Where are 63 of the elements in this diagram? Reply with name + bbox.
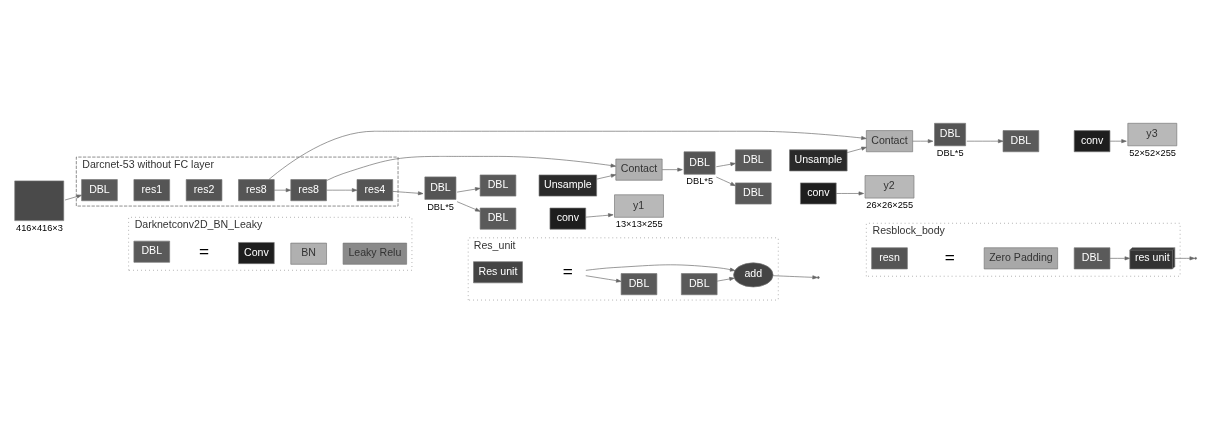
node-box: Leaky Relu bbox=[342, 242, 407, 265]
node-label: 416×416×3 bbox=[16, 222, 63, 233]
node-box: DBL bbox=[681, 273, 718, 296]
arrow bbox=[715, 176, 736, 186]
node-box: conv bbox=[1073, 130, 1111, 153]
node-box: DBL bbox=[133, 240, 170, 263]
node-label: 52×52×255 bbox=[1129, 147, 1176, 158]
node-box: Contact bbox=[866, 130, 913, 153]
arrow bbox=[64, 194, 82, 201]
arrow bbox=[835, 191, 864, 196]
node-box: DBL bbox=[1002, 130, 1040, 153]
node-box: res8 bbox=[290, 179, 327, 202]
arrow bbox=[716, 277, 735, 282]
node-label: 13×13×255 bbox=[615, 219, 663, 230]
node-box: res4 bbox=[356, 179, 394, 202]
node-ellipse: add bbox=[733, 262, 774, 288]
arrow bbox=[772, 275, 818, 280]
node-label: DBL*5 bbox=[936, 147, 964, 158]
arrow bbox=[1109, 256, 1130, 261]
node-box: DBL bbox=[735, 149, 772, 172]
node-box: res2 bbox=[185, 179, 223, 202]
node-box: resn bbox=[871, 247, 908, 270]
arrow bbox=[268, 130, 867, 180]
arrow bbox=[326, 188, 358, 193]
arrow bbox=[392, 191, 424, 196]
node-box: res1 bbox=[133, 179, 170, 202]
arrow bbox=[273, 188, 292, 193]
label: = bbox=[199, 240, 210, 261]
arrow bbox=[326, 156, 616, 181]
node-box: res8 bbox=[238, 179, 275, 202]
arrow bbox=[585, 213, 614, 218]
node-box: DBL bbox=[1073, 247, 1111, 270]
node-label: 26×26×255 bbox=[866, 200, 914, 211]
arrow bbox=[585, 264, 736, 272]
arrow bbox=[585, 275, 622, 283]
node-box: BN bbox=[290, 242, 327, 265]
arrow bbox=[966, 139, 1004, 144]
node-label: DBL*5 bbox=[686, 176, 714, 187]
arrow bbox=[661, 167, 683, 172]
node-text: = bbox=[562, 261, 573, 282]
node-box: DBL bbox=[620, 273, 658, 296]
arrow bbox=[846, 146, 867, 153]
node-label: DBL*5 bbox=[427, 201, 454, 212]
node-box: Res unit bbox=[473, 261, 523, 284]
node-box: conv bbox=[800, 182, 837, 205]
arrow bbox=[1109, 139, 1127, 144]
node-box: DBL bbox=[735, 182, 772, 205]
node-box: DBL bbox=[479, 207, 517, 230]
arrow bbox=[715, 162, 736, 168]
arrow bbox=[456, 201, 481, 212]
arrow bbox=[912, 139, 934, 144]
node-box: Conv bbox=[238, 242, 275, 264]
label: = bbox=[944, 246, 955, 267]
node-box: conv bbox=[549, 207, 587, 230]
node-box: Zero Padding bbox=[983, 247, 1058, 270]
node-box: DBL bbox=[479, 174, 517, 197]
node-box: DBL bbox=[81, 179, 118, 202]
arrow bbox=[596, 173, 617, 180]
arrow bbox=[1174, 256, 1195, 261]
node-box: Unsample bbox=[538, 174, 597, 197]
node-box: Unsample bbox=[789, 149, 848, 172]
node-box: Contact bbox=[615, 158, 663, 181]
arrow bbox=[456, 187, 481, 193]
